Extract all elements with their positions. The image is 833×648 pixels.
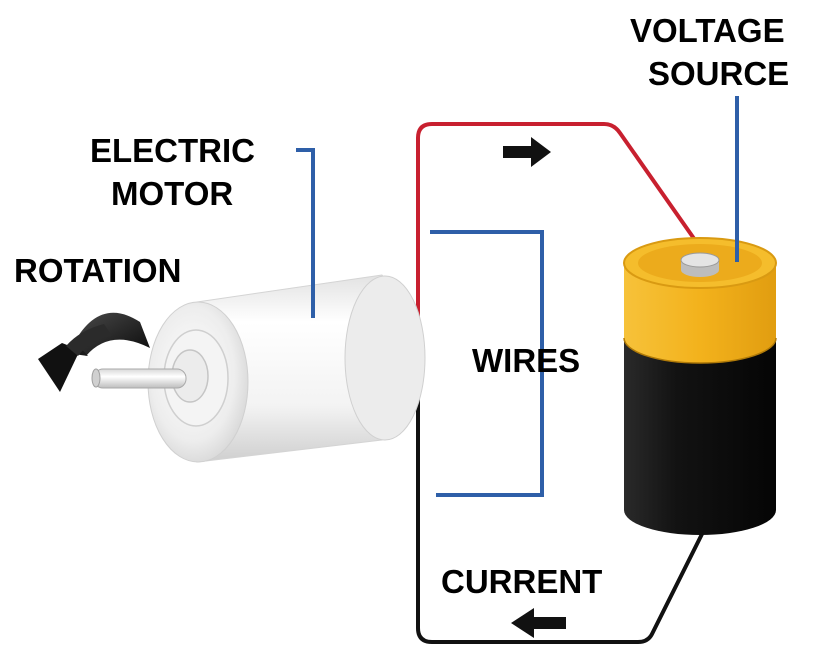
motor-back-rim <box>344 275 426 441</box>
wires-bracket <box>430 230 544 497</box>
battery-cap <box>624 263 776 363</box>
return-wire <box>416 360 705 644</box>
curved-arrow-icon <box>38 312 150 392</box>
arrow-left-icon <box>511 608 566 638</box>
electric-motor-label-line1: ELECTRIC <box>90 132 255 169</box>
battery <box>623 237 777 535</box>
motor-shaft <box>93 368 187 389</box>
positive-wire <box>416 122 697 325</box>
electric-motor-label-line2: MOTOR <box>111 175 233 212</box>
voltage-source-label-line2: SOURCE <box>648 55 789 92</box>
battery-body <box>624 338 776 535</box>
current-label: CURRENT <box>441 563 602 600</box>
arrow-right-icon <box>503 137 551 167</box>
motor-leader-line <box>296 148 315 318</box>
rotation-label: ROTATION <box>14 252 181 289</box>
electric-motor <box>91 274 426 463</box>
voltage-source-label-line1: VOLTAGE <box>630 12 785 49</box>
wires-label: WIRES <box>472 342 580 379</box>
